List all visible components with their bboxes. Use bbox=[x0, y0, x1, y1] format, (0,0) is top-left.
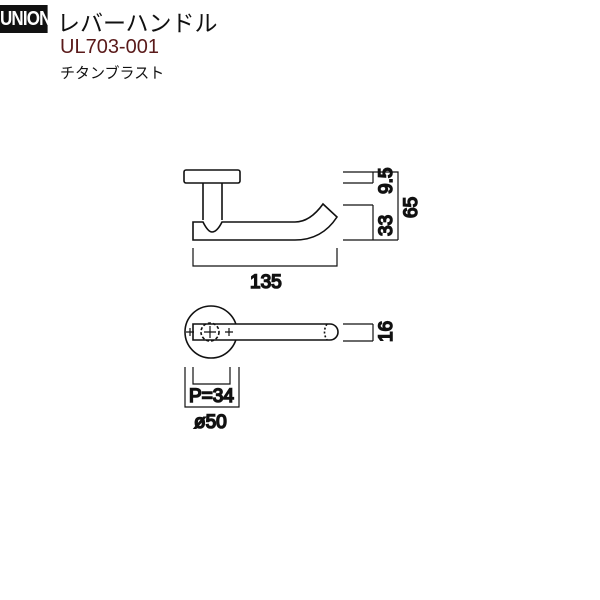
lever-end-dashed bbox=[323, 323, 328, 341]
dim-rosette-thickness: 9.5 bbox=[376, 168, 397, 194]
dim-total-length: 135 bbox=[250, 272, 282, 293]
side-view bbox=[183, 169, 339, 241]
side-dimensions bbox=[192, 171, 399, 267]
product-type: レバーハンドル bbox=[57, 10, 218, 36]
dim-rosette-diameter: ø50 bbox=[194, 412, 227, 433]
lever-side bbox=[192, 202, 339, 241]
union-logo: UNION bbox=[0, 5, 51, 33]
rosette-side bbox=[183, 169, 241, 184]
dim-pitch: P=34 bbox=[189, 386, 234, 407]
finish-name: チタンブラスト bbox=[60, 65, 165, 82]
screw-marks bbox=[186, 326, 233, 338]
dim-total-projection: 65 bbox=[401, 197, 422, 218]
neck bbox=[202, 183, 223, 220]
dim-lever-width: 16 bbox=[376, 321, 397, 342]
top-dimensions bbox=[184, 323, 374, 408]
dim-lever-offset: 33 bbox=[376, 215, 397, 236]
model-number: UL703-001 bbox=[60, 36, 159, 58]
top-view bbox=[184, 305, 339, 359]
spindle-dashed bbox=[200, 322, 220, 342]
